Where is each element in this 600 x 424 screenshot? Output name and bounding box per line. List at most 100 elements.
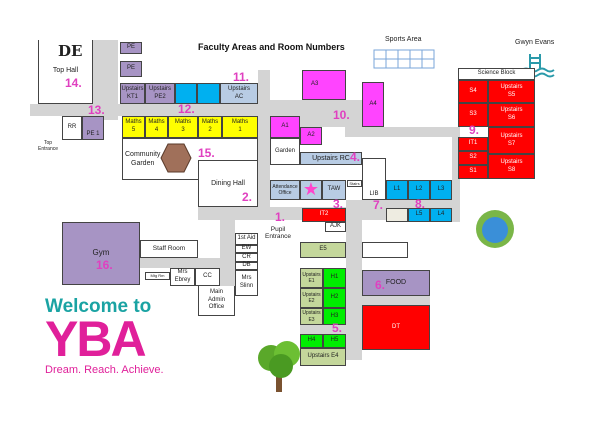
corridor <box>362 296 430 305</box>
room-ac[interactable]: Upstairs AC <box>220 83 258 104</box>
number-8: 8. <box>415 197 426 211</box>
room-blue[interactable] <box>175 83 197 104</box>
room-pe2[interactable]: Upstairs PE2 <box>145 83 175 104</box>
room-pe[interactable]: PE <box>120 61 142 77</box>
room-a3[interactable]: A3 <box>302 70 346 100</box>
room-e5[interactable]: E5 <box>300 242 346 258</box>
room-e3[interactable]: Upstairs E3 <box>300 308 323 325</box>
tagline: Dream. Reach. Achieve. <box>45 364 164 376</box>
room-food[interactable]: FOOD <box>362 270 430 296</box>
room-mrs-ebrey[interactable]: Mrs Ebrey <box>170 268 195 286</box>
corridor <box>220 220 235 295</box>
number-6: 6. <box>375 278 386 292</box>
room-beige[interactable] <box>386 208 408 222</box>
room-h2[interactable]: H2 <box>323 288 346 308</box>
room-cr[interactable]: CR <box>235 253 258 262</box>
number-11: 11. <box>233 70 250 84</box>
room-maths-5[interactable]: Maths 5 <box>122 116 145 138</box>
room-cc[interactable]: CC <box>195 268 220 286</box>
room-l4[interactable]: L4 <box>430 208 452 222</box>
room-rr[interactable]: RR <box>62 116 82 140</box>
welcome-text: Welcome to <box>45 296 152 317</box>
room-pe1[interactable]: PE 1 <box>82 116 104 140</box>
room-dt[interactable]: DT <box>362 305 430 350</box>
corridor <box>30 104 300 116</box>
meeting-room[interactable]: Mtg Rm <box>145 272 170 280</box>
number-9: 9. <box>469 123 480 137</box>
top-entrance-label: Top Entrance <box>38 140 59 152</box>
room-s5[interactable]: Upstairs S5 <box>488 80 535 103</box>
room-maths-1[interactable]: Maths 1 <box>222 116 258 138</box>
gym[interactable]: Gym <box>62 222 140 285</box>
number-14: 14. <box>65 76 82 90</box>
room-kt1[interactable]: Upstairs KT1 <box>120 83 145 104</box>
room-pe[interactable]: PE <box>120 42 142 54</box>
number-10: 10. <box>333 108 350 122</box>
room-maths-2[interactable]: Maths 2 <box>198 116 222 138</box>
room-a4[interactable]: A4 <box>362 82 384 127</box>
garden[interactable]: Garden <box>270 138 300 165</box>
room-l1[interactable]: L1 <box>386 180 408 200</box>
room-a2[interactable]: A2 <box>300 127 322 145</box>
room-e2[interactable]: Upstairs E2 <box>300 288 323 308</box>
attendance-office[interactable]: Attendance Office <box>270 180 300 200</box>
staff-room[interactable]: Staff Room <box>140 240 198 258</box>
main-admin-office[interactable]: Main Admin Office <box>198 286 235 316</box>
room-h4[interactable]: H4 <box>300 334 323 348</box>
room-s6[interactable]: Upstairs S6 <box>488 103 535 127</box>
room-s7[interactable]: Upstairs S7 <box>488 127 535 154</box>
room-db[interactable]: DB <box>235 262 258 270</box>
community-garden-label: Community Garden <box>125 150 161 167</box>
room-s4[interactable]: S4 <box>458 80 488 103</box>
room-s1[interactable]: S1 <box>458 165 488 179</box>
room-s2[interactable]: S2 <box>458 151 488 165</box>
room-h5[interactable]: H5 <box>323 334 346 348</box>
room-maths-3[interactable]: Maths 3 <box>168 116 198 138</box>
map-title: Faculty Areas and Room Numbers <box>198 42 345 52</box>
number-5: 5. <box>332 321 343 335</box>
stairs: Stairs <box>347 180 362 187</box>
top-hall-label: Top Hall <box>52 67 79 74</box>
pond-icon <box>476 210 514 248</box>
room-a1[interactable]: A1 <box>270 116 300 138</box>
number-4: 4. <box>350 150 361 164</box>
library[interactable]: LIB <box>362 158 386 200</box>
corridor <box>346 200 362 360</box>
corridor <box>362 200 460 208</box>
number-2: 2. <box>242 190 253 204</box>
room-first-aid[interactable]: 1st Aid <box>235 233 258 245</box>
top-hall[interactable]: Top Hall <box>38 40 93 104</box>
room-l3[interactable]: L3 <box>430 180 452 200</box>
pupil-entrance-label: Pupil Entrance <box>265 226 292 240</box>
room-e4[interactable]: Upstairs E4 <box>300 348 346 366</box>
room-it1[interactable]: IT1 <box>458 137 488 151</box>
room-blue[interactable] <box>197 83 220 104</box>
room-s3[interactable]: S3 <box>458 103 488 127</box>
number-15: 15. <box>198 146 215 160</box>
room-ew[interactable]: EW <box>235 245 258 253</box>
room-h1[interactable]: H1 <box>323 268 346 288</box>
room-h3[interactable]: H3 <box>323 308 346 325</box>
room-s8[interactable]: Upstairs S8 <box>488 154 535 179</box>
pool-icon <box>521 54 555 78</box>
room-it2[interactable]: IT2 <box>302 208 346 222</box>
number-16: 16. <box>96 258 113 272</box>
room-l5[interactable]: L5 <box>408 208 430 222</box>
room-l2[interactable]: L2 <box>408 180 430 200</box>
room-blank[interactable] <box>362 242 408 258</box>
corridor <box>452 127 460 222</box>
corridor <box>258 70 270 220</box>
room-rc[interactable]: Upstairs RC <box>300 152 362 165</box>
number-12: 12. <box>178 102 195 116</box>
room-ajk[interactable]: AJK <box>325 222 346 232</box>
corridor <box>300 325 346 334</box>
room-e1[interactable]: Upstairs E1 <box>300 268 323 288</box>
dining-hall[interactable]: Dining Hall <box>198 160 258 207</box>
room-maths-4[interactable]: Maths 4 <box>145 116 168 138</box>
room-mrs-slinn[interactable]: Mrs Slinn <box>235 270 258 296</box>
number-7: 7. <box>373 198 384 212</box>
sports-area-label: Sports Area <box>385 36 422 43</box>
room-taw[interactable]: TAW <box>322 180 346 200</box>
sports-cage-icon <box>373 49 435 69</box>
